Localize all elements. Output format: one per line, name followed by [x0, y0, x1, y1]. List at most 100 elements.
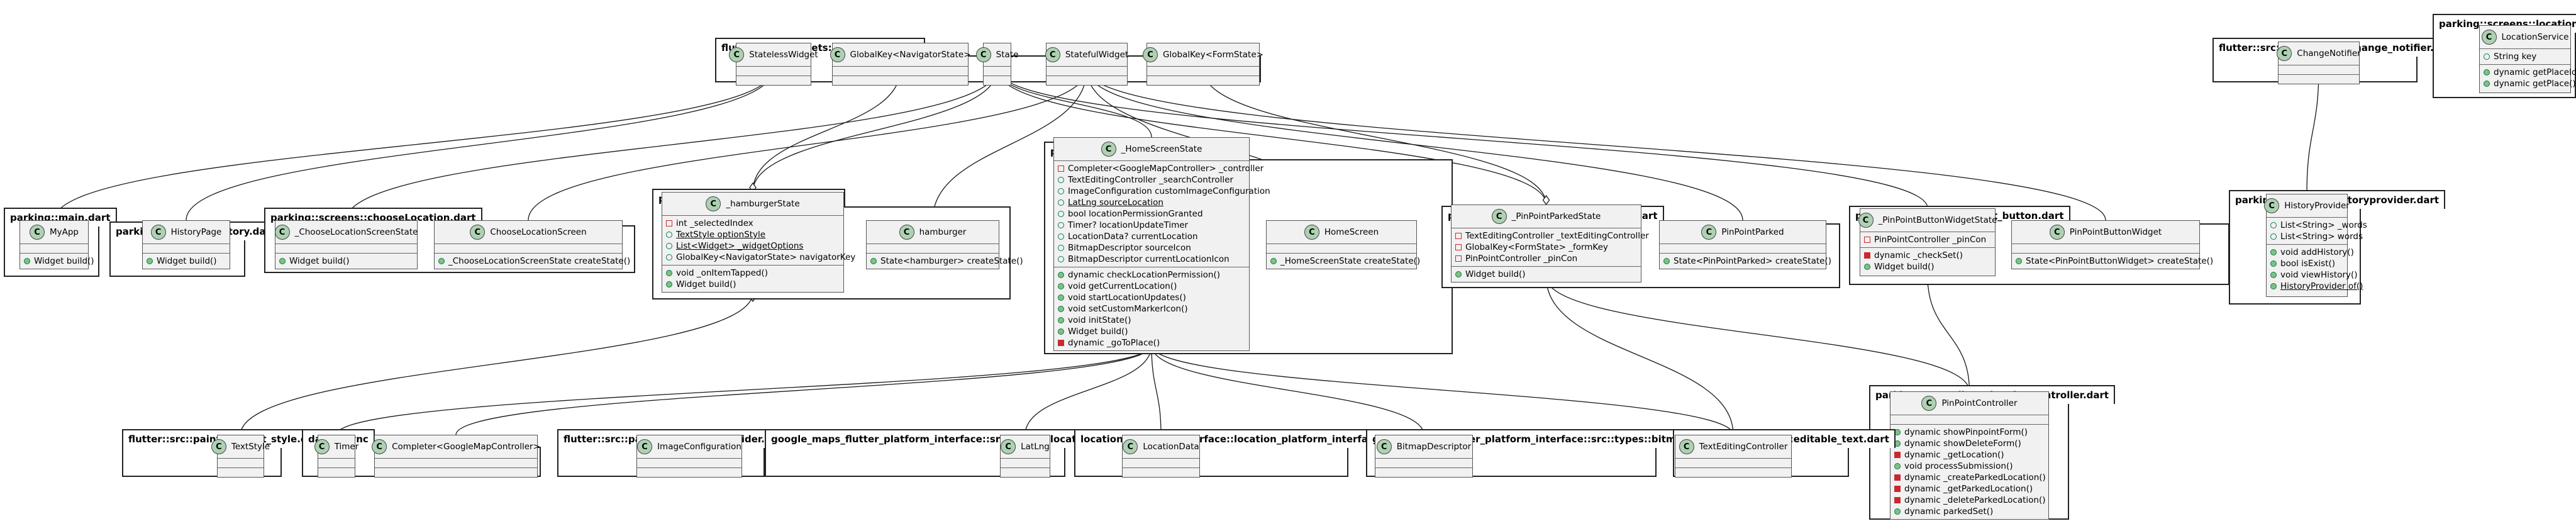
field-row: BitmapDescriptor sourceIcon	[1058, 242, 1245, 254]
class-methods: void _onItemTapped()Widget build()	[662, 266, 843, 292]
method-row: void addHistory()	[2270, 247, 2354, 258]
field-row: List<Widget> _widgetOptions	[666, 240, 840, 252]
class-c-icon: C	[1045, 47, 1060, 62]
method-row: dynamic _getLocation()	[1894, 449, 2045, 461]
public-field-icon	[1058, 177, 1064, 183]
class-c-icon: C	[2049, 225, 2065, 240]
class-c-icon: C	[706, 196, 721, 211]
public-field-icon	[1058, 211, 1064, 217]
field-text: GlobalKey<NavigatorState> navigatorKey	[676, 252, 856, 262]
method-text: Widget build()	[1874, 262, 1935, 272]
aggregation-homestate-to-completer	[455, 345, 1152, 435]
class-name: BitmapDescriptor	[1396, 442, 1472, 452]
public-method-icon	[2270, 272, 2277, 278]
class-c-icon: C	[1701, 225, 1717, 240]
aggregation-homestate-to-locationdata	[1151, 345, 1162, 435]
class-name: StatelessWidget	[749, 50, 818, 60]
method-row: _HomeScreenState createState()	[1270, 255, 1420, 267]
public-method-icon	[666, 281, 672, 288]
class-fields	[833, 67, 968, 76]
extends-ppp-to-statefulwidget	[1086, 69, 1743, 221]
class-methods: dynamic checkLocationPermission()void ge…	[1054, 267, 1249, 350]
class-c-icon: C	[372, 439, 387, 454]
private-method-icon	[1058, 340, 1064, 346]
public-method-icon	[24, 258, 30, 264]
method-row: Widget build()	[1058, 326, 1245, 337]
extends-myapp-to-statelesswidget	[53, 69, 774, 221]
extends-pppstate-to-state	[996, 69, 1547, 205]
method-row: void processSubmission()	[1894, 461, 2045, 472]
class-name: _PinPointButtonWidgetState	[1878, 215, 1997, 225]
class-name: StatefulWidget	[1065, 50, 1129, 60]
method-text: void getCurrentLocation()	[1068, 281, 1177, 291]
method-row: dynamic _deleteParkedLocation()	[1894, 495, 2045, 506]
class-statefulwidget: C StatefulWidget	[1045, 43, 1129, 86]
class-fields	[867, 244, 999, 254]
method-row: State<PinPointButtonWidget> createState(…	[2016, 255, 2213, 267]
field-row: bool locationPermissionGranted	[1058, 208, 1245, 220]
class-name: Timer	[334, 442, 359, 452]
private-method-icon	[1894, 497, 1901, 503]
class-methods	[1147, 76, 1259, 85]
private-method-icon	[1864, 252, 1870, 259]
public-method-icon	[438, 258, 445, 264]
class-c-icon: C	[1101, 142, 1116, 157]
class-fields	[375, 459, 537, 468]
class-fields	[2279, 65, 2359, 75]
method-row: bool isExist()	[2270, 258, 2343, 269]
class-c-icon: C	[830, 47, 845, 62]
class-name: HistoryProvider	[2284, 201, 2350, 211]
public-method-icon	[870, 258, 877, 264]
field-row: GlobalKey<NavigatorState> navigatorKey	[666, 252, 855, 263]
method-row: void startLocationUpdates()	[1058, 292, 1245, 303]
class-methods: _HomeScreenState createState()	[1267, 254, 1420, 269]
method-row: Widget build()	[279, 255, 413, 267]
class-header: C_PinPointParkedState	[1452, 205, 1641, 228]
public-field-icon	[1058, 199, 1064, 206]
class-name: LocationService	[2501, 32, 2569, 42]
public-method-icon	[2016, 258, 2022, 264]
class-methods	[2279, 75, 2359, 84]
class-methods: _ChooseLocationScreenState createState()	[435, 254, 630, 269]
package-tab: google_maps_flutter_platform_interface::…	[765, 429, 1125, 448]
class-methods	[1375, 468, 1472, 477]
class-methods	[1123, 468, 1199, 477]
private-field-icon	[1455, 233, 1462, 239]
class-methods: State<hamburger> createState()	[867, 254, 1023, 269]
method-text: dynamic parkedSet()	[1904, 506, 1994, 517]
aggregation-diamond	[1542, 194, 1550, 206]
class-header: C StatefulWidget	[1045, 43, 1129, 67]
class-methods	[318, 468, 355, 477]
class-fields	[1375, 459, 1472, 468]
public-method-icon	[1058, 283, 1064, 289]
public-field-icon	[1058, 245, 1064, 251]
field-text: LatLng sourceLocation	[1068, 198, 1163, 208]
class-c-icon: C	[1858, 213, 1874, 228]
public-method-icon	[1864, 264, 1870, 270]
class-header: C_HomeScreenState	[1054, 138, 1249, 161]
field-text: bool locationPermissionGranted	[1068, 209, 1203, 219]
class-methods	[1675, 468, 1791, 477]
class-name: Completer<GoogleMapController>	[392, 442, 540, 452]
method-text: Widget build()	[1465, 269, 1526, 279]
extends-hamb-to-statefulwidget	[932, 69, 1087, 221]
public-field-icon	[2270, 222, 2277, 228]
field-row: Timer? locationUpdateTimer	[1058, 220, 1245, 231]
class-methods	[833, 76, 968, 85]
class-name: ChooseLocationScreen	[490, 227, 587, 237]
class-c-icon: C	[637, 439, 653, 454]
